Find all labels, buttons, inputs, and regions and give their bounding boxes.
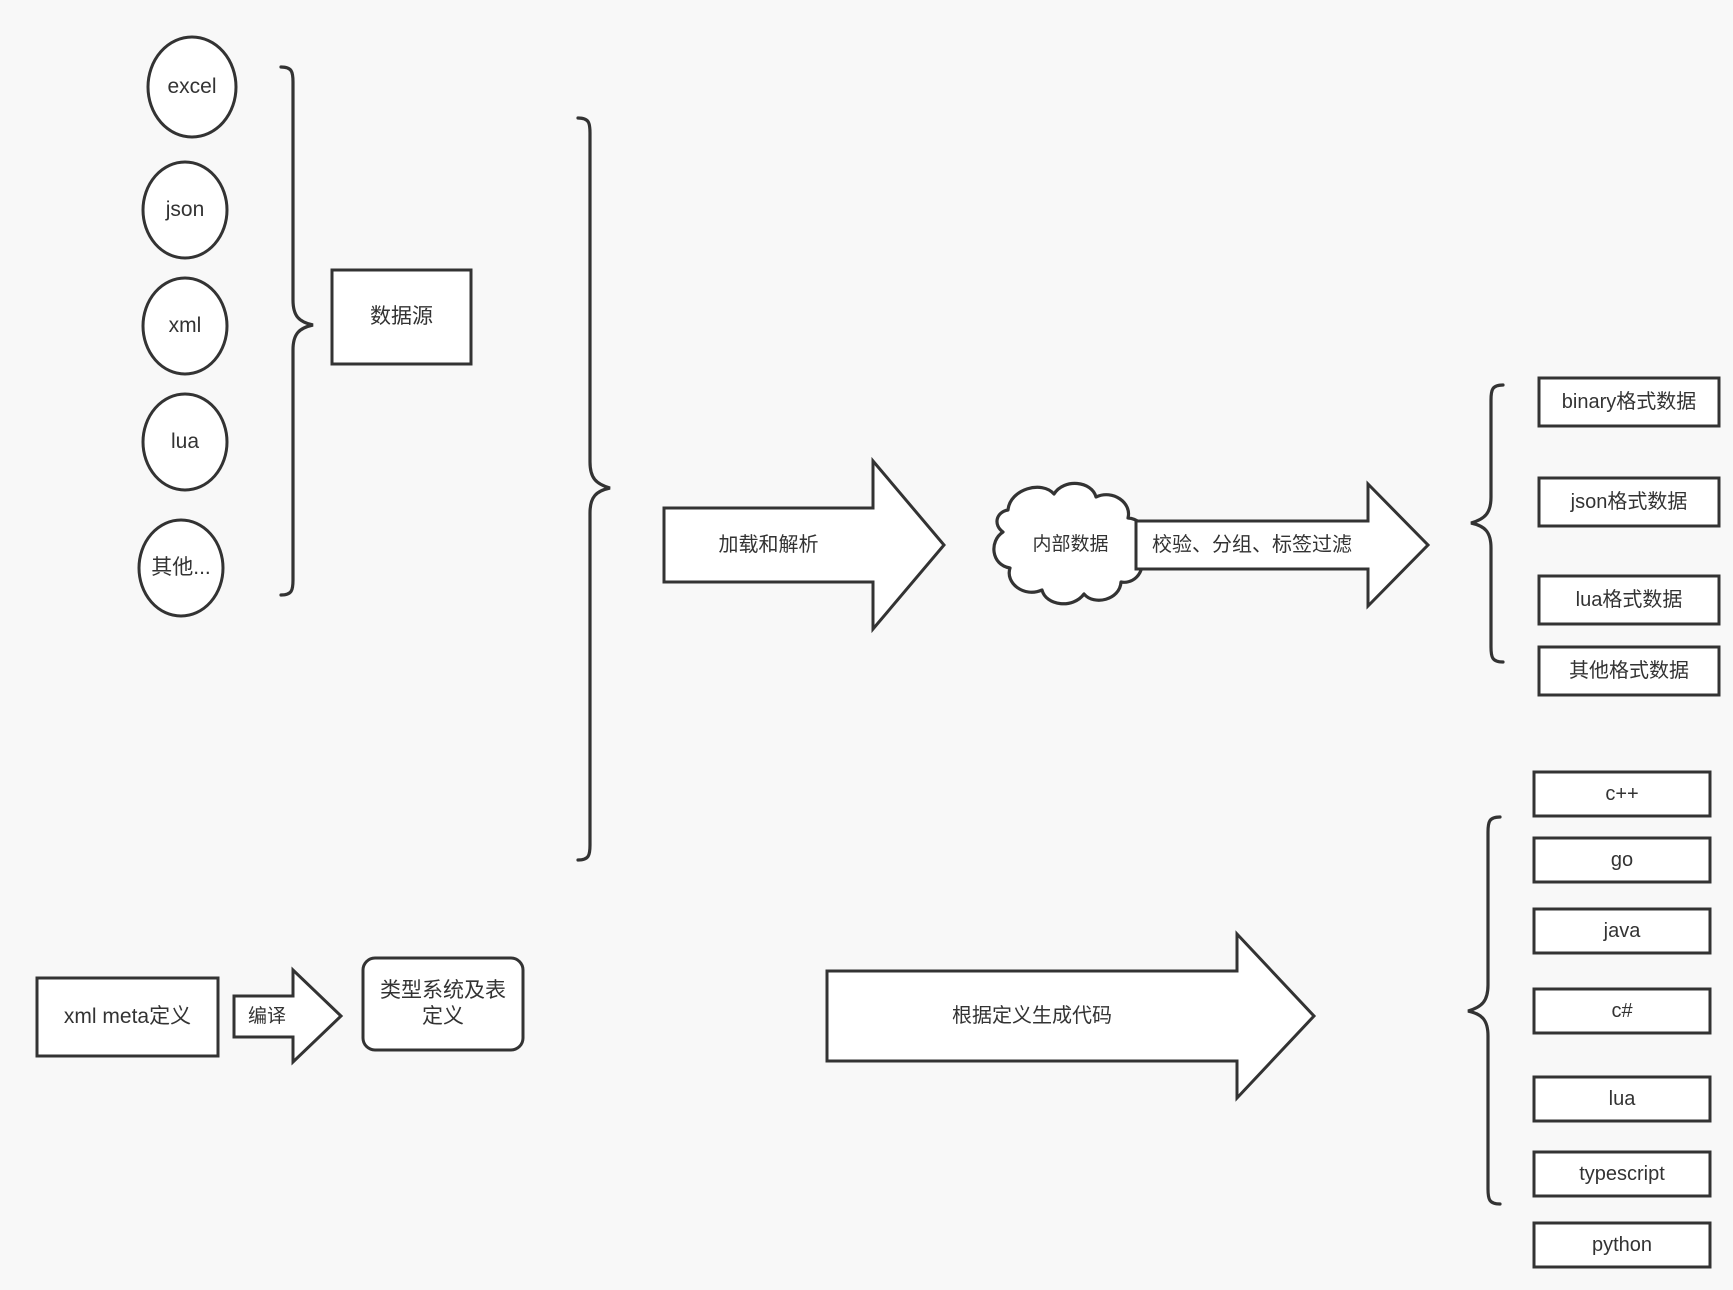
source-label-json: json [165, 197, 205, 221]
format-label-json: json格式数据 [1570, 490, 1688, 513]
source-label-xml: xml [168, 313, 202, 337]
pipeline-input-brace [576, 116, 611, 862]
xml-meta-label: xml meta定义 [63, 1004, 192, 1028]
format-label-lua: lua格式数据 [1575, 588, 1683, 611]
language-label-java: java [1603, 919, 1641, 942]
format-label-other: 其他格式数据 [1569, 659, 1689, 682]
internal-data-cloud-label: 内部数据 [1032, 534, 1109, 556]
language-label-cpp: c++ [1605, 782, 1639, 805]
datasource-label: 数据源 [370, 304, 433, 328]
type-system-label: 类型系统及表定义 [380, 978, 506, 1028]
language-label-go: go [1610, 848, 1634, 871]
language-label-typescript: typescript [1579, 1162, 1665, 1185]
sources-brace [279, 65, 314, 597]
source-label-excel: excel [167, 74, 217, 98]
source-label-other: 其他... [151, 555, 211, 579]
source-label-lua: lua [170, 429, 200, 453]
format-label-binary: binary格式数据 [1561, 390, 1697, 413]
languages-brace [1467, 815, 1502, 1206]
load-parse-arrow-label: 加载和解析 [718, 533, 819, 556]
language-label-lua: lua [1608, 1087, 1636, 1110]
formats-brace [1470, 383, 1505, 664]
codegen-arrow-label: 根据定义生成代码 [952, 1004, 1112, 1027]
language-label-python: python [1591, 1233, 1653, 1256]
compile-arrow-label: 编译 [247, 1005, 286, 1027]
language-label-csharp: c# [1611, 999, 1633, 1022]
validate-filter-arrow-label: 校验、分组、标签过滤 [1152, 533, 1352, 556]
